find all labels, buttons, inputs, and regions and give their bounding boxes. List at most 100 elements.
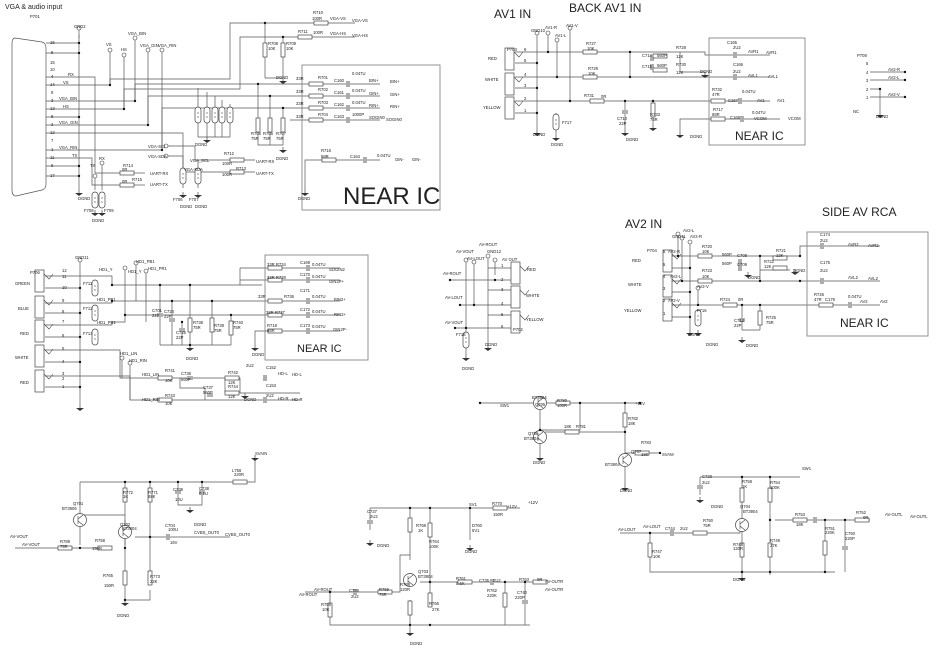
av1-label: AV2-V bbox=[888, 92, 900, 97]
av2-label: R726 bbox=[814, 292, 825, 297]
wire bbox=[305, 554, 410, 593]
wire bbox=[124, 265, 147, 322]
wire bbox=[672, 245, 880, 257]
esd-protector bbox=[552, 113, 560, 131]
esd-protector bbox=[91, 328, 99, 346]
hd-label: 8 bbox=[62, 309, 65, 314]
av1-label: BACK AV1 IN bbox=[569, 1, 641, 15]
av1-label: 3 bbox=[524, 83, 527, 88]
esd-protector bbox=[91, 304, 99, 322]
vga-label: 14 bbox=[50, 82, 55, 87]
av2-label: C709 bbox=[737, 262, 748, 267]
hd-label: DGND bbox=[244, 397, 256, 402]
vga-label: SOGIN0 bbox=[369, 115, 385, 120]
junction-dot bbox=[281, 35, 285, 39]
junction-dot bbox=[538, 428, 542, 432]
junction-dot bbox=[798, 254, 802, 258]
vga-label: 33R bbox=[296, 89, 304, 94]
av2-label: 3 bbox=[663, 286, 666, 291]
vga-label: UART-RX bbox=[150, 171, 169, 176]
audl-label: R748 bbox=[733, 542, 744, 547]
av1-label: 6 bbox=[524, 47, 527, 52]
vga-label: DGND bbox=[92, 218, 104, 223]
vga-label: 10K bbox=[286, 46, 294, 51]
audl-label: DGND bbox=[711, 504, 723, 509]
vga-label: SOGIN0 bbox=[386, 117, 402, 122]
hd-label: C171 bbox=[300, 288, 311, 293]
vga-label: VGA_BIN bbox=[128, 31, 146, 36]
vga-label: 100R bbox=[312, 16, 322, 21]
power-label: Q705 bbox=[535, 402, 546, 407]
power-label: Q707 bbox=[631, 449, 642, 454]
rca-jack bbox=[510, 261, 530, 285]
av2-label: C708 bbox=[737, 253, 748, 258]
junction-dot bbox=[229, 313, 233, 317]
cvbs-label: C704 bbox=[165, 523, 176, 528]
wire bbox=[304, 159, 380, 190]
capacitor bbox=[305, 311, 311, 319]
power-label: 100R bbox=[557, 403, 567, 408]
hd-label: 0.047U bbox=[312, 274, 326, 279]
junction-dot bbox=[78, 286, 82, 290]
avout-label: WHITE bbox=[526, 293, 540, 298]
hd-label: F713 bbox=[83, 331, 93, 336]
junction-dot bbox=[623, 401, 627, 405]
hd-label: GIN2P+ bbox=[329, 279, 345, 284]
junction-dot bbox=[628, 75, 632, 79]
test-point bbox=[99, 160, 105, 166]
resistor bbox=[407, 600, 413, 616]
audr-label: AV-OUTR bbox=[545, 587, 563, 592]
cvbs-label: CVBS_OUT0 bbox=[194, 530, 220, 535]
test-point bbox=[145, 47, 151, 53]
av2-label: AV2 IN bbox=[625, 217, 662, 231]
av2-label: WHITE bbox=[628, 282, 642, 287]
hd-label: HD1_PR1 bbox=[97, 320, 117, 325]
power-label: Q706 bbox=[528, 431, 539, 436]
junction-dot bbox=[78, 385, 82, 389]
hd-label: GIN2P- bbox=[333, 327, 348, 332]
junction-dot bbox=[903, 70, 907, 74]
esd-protector bbox=[218, 106, 226, 124]
resistor bbox=[757, 310, 763, 326]
vga-label: 2 bbox=[51, 122, 54, 127]
audr-label: R768 bbox=[416, 523, 427, 528]
av1-label: AVR1 bbox=[766, 50, 777, 55]
ground-symbol bbox=[461, 354, 471, 362]
vga-label: 0R bbox=[122, 167, 127, 172]
av2-label: 0R bbox=[738, 297, 743, 302]
av2-label: DGND bbox=[688, 332, 700, 337]
vga-label: DGND bbox=[78, 196, 90, 201]
hd-label: R742 bbox=[228, 370, 239, 375]
vga-label: R707 bbox=[276, 131, 287, 136]
av2-label: R723 bbox=[702, 268, 713, 273]
vga-label: DGND bbox=[298, 196, 310, 201]
av1-label: 5 bbox=[866, 61, 869, 66]
resistor bbox=[710, 98, 726, 104]
av1-label: 4 bbox=[524, 72, 527, 77]
junction-dot bbox=[535, 86, 539, 90]
junction-dot bbox=[408, 623, 412, 627]
av1-label: AV1 IN bbox=[494, 7, 531, 21]
junction-dot bbox=[578, 401, 582, 405]
vga-label: RIN+ bbox=[369, 103, 379, 108]
cvbs-label: 150R bbox=[104, 583, 114, 588]
hd-label: HD1_Y bbox=[128, 269, 142, 274]
av2-label: SIDE AV RCA bbox=[822, 205, 896, 219]
junction-dot bbox=[623, 430, 627, 434]
audl-label: R750 bbox=[703, 518, 714, 523]
hd-label: R738 bbox=[193, 320, 204, 325]
junction-dot bbox=[472, 303, 476, 307]
vga-label: BIN+ bbox=[390, 79, 400, 84]
test-point bbox=[121, 52, 127, 58]
vga-label: VGA & audio input bbox=[5, 4, 62, 11]
test-point bbox=[492, 257, 498, 263]
junction-dot bbox=[740, 570, 744, 574]
av1-label: R731 bbox=[584, 93, 595, 98]
vga-label: VGA-SDA bbox=[184, 167, 203, 172]
vga-label: R701 bbox=[318, 75, 329, 80]
hd-label: HD1_LIN bbox=[120, 351, 137, 356]
vga-label: 1 bbox=[51, 147, 54, 152]
av1-label: 1 bbox=[866, 95, 869, 100]
av1-label: 47R bbox=[712, 92, 720, 97]
hd-label: 12 bbox=[62, 268, 67, 273]
